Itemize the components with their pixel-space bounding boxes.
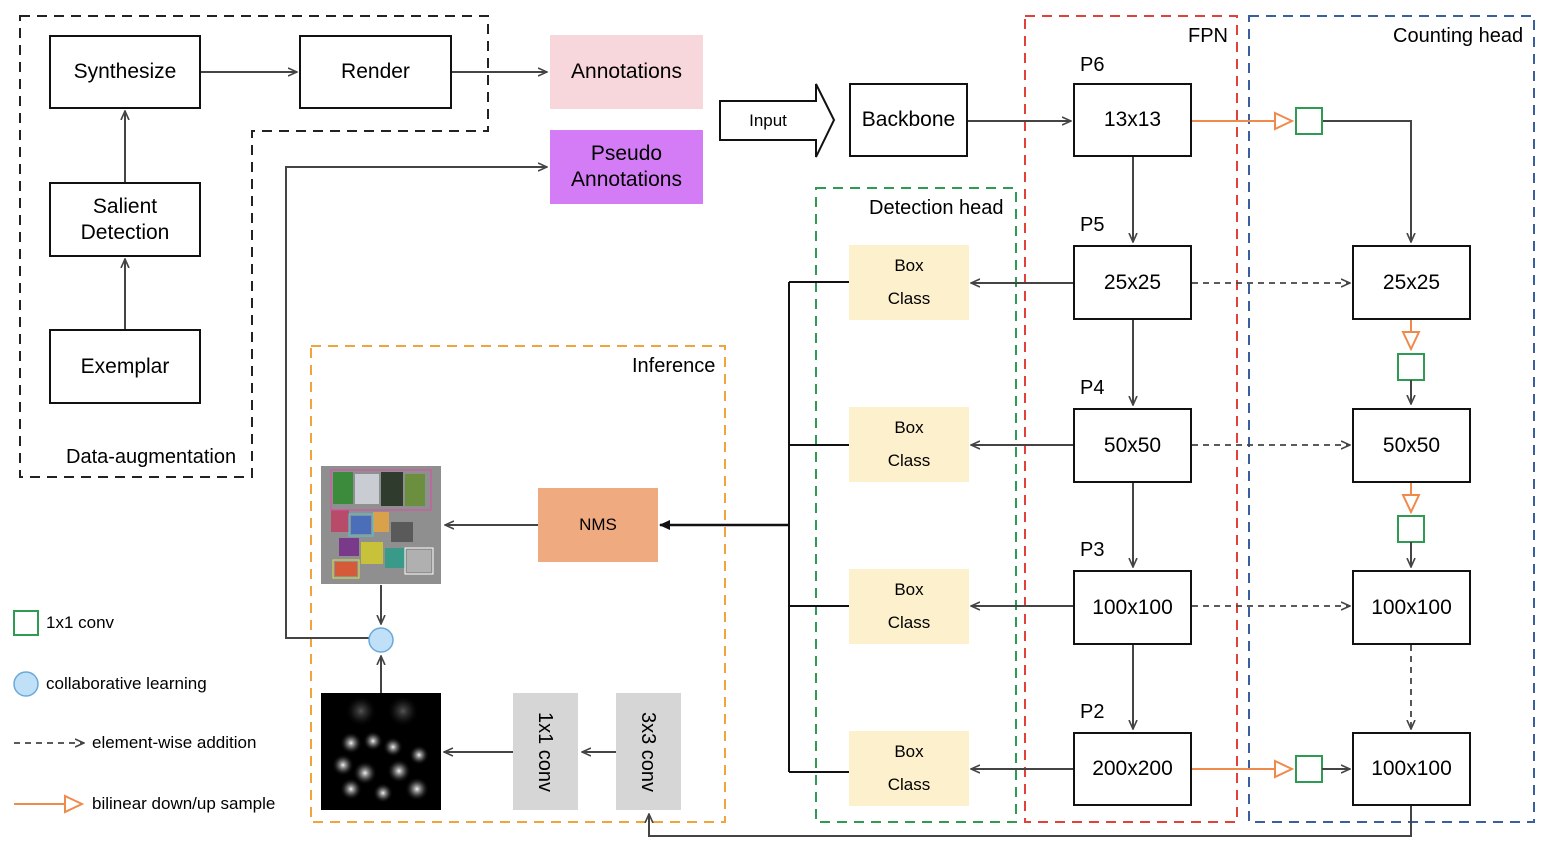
nms-box: NMS bbox=[538, 488, 658, 562]
fpn-p4-box: 50x50 bbox=[1073, 408, 1192, 483]
counting-box: 50x50 bbox=[1352, 408, 1471, 483]
conv1-box: 1x1 conv bbox=[513, 693, 578, 810]
counting-size-label: 100x100 bbox=[1371, 595, 1452, 619]
fpn-p5-box: 25x25 bbox=[1073, 245, 1192, 320]
conv3-box: 3x3 conv bbox=[616, 693, 681, 810]
collab-to-pseudo-arrow bbox=[285, 167, 547, 639]
fpn-p2-box: 200x200 bbox=[1073, 732, 1192, 806]
fpn-level-name: P6 bbox=[1080, 54, 1105, 76]
fpn-size-label: 100x100 bbox=[1092, 595, 1173, 619]
synthesize-box: Synthesize bbox=[49, 35, 201, 109]
detection-head-box: Box Class bbox=[849, 569, 969, 644]
conv3-label: 3x3 conv bbox=[637, 711, 660, 792]
fpn-p6-box: 13x13 bbox=[1073, 83, 1192, 157]
box-label: Box bbox=[894, 255, 924, 275]
conv-square-icon bbox=[1397, 515, 1425, 543]
render-box: Render bbox=[299, 35, 452, 109]
annotations-label: Annotations bbox=[571, 60, 682, 83]
conv-square-icon bbox=[1295, 755, 1323, 783]
counting-size-label: 100x100 bbox=[1371, 757, 1452, 780]
box-label: Box bbox=[894, 579, 924, 599]
collaborative-learning-icon bbox=[368, 627, 394, 653]
fpn-level-name: P3 bbox=[1080, 539, 1105, 561]
class-label: Class bbox=[887, 775, 931, 795]
counting-size-label: 25x25 bbox=[1382, 270, 1441, 294]
conv-square-icon bbox=[1397, 353, 1425, 381]
legend-conv-label: 1x1 conv bbox=[46, 613, 115, 632]
pseudo-annotations-box: Pseudo Annotations bbox=[550, 130, 703, 204]
counting-box: 25x25 bbox=[1352, 245, 1471, 320]
fpn-size-label: 50x50 bbox=[1103, 433, 1162, 457]
class-label: Class bbox=[887, 451, 931, 471]
detection-head-box: Box Class bbox=[849, 245, 969, 320]
legend-sample-label: bilinear down/up sample bbox=[92, 794, 276, 813]
density-map-graphic bbox=[321, 693, 441, 810]
legend-conv-icon bbox=[13, 610, 39, 636]
exemplar-box: Exemplar bbox=[49, 329, 201, 404]
counting-box: 100x100 bbox=[1352, 570, 1471, 645]
exemplar-label: Exemplar bbox=[80, 354, 170, 378]
augmentation-region bbox=[19, 15, 489, 478]
box-label: Box bbox=[894, 741, 924, 761]
detection-head-box: Box Class bbox=[849, 407, 969, 482]
detection-result-graphic bbox=[321, 466, 441, 584]
detection-head-title: Detection head bbox=[869, 197, 1004, 219]
pseudo-label-line1: Pseudo bbox=[590, 142, 663, 165]
fpn-size-label: 25x25 bbox=[1103, 270, 1162, 294]
legend-collab-icon bbox=[13, 671, 39, 697]
fpn-level-name: P5 bbox=[1080, 214, 1105, 236]
legend-collab-label: collaborative learning bbox=[46, 674, 207, 693]
fpn-size-label: 13x13 bbox=[1103, 108, 1162, 131]
synthesize-label: Synthesize bbox=[73, 60, 177, 83]
class-label: Class bbox=[887, 289, 931, 309]
salient-detection-box: Salient Detection bbox=[49, 182, 201, 257]
inference-region bbox=[310, 345, 726, 823]
backbone-label: Backbone bbox=[861, 108, 956, 131]
nms-label: NMS bbox=[579, 515, 617, 534]
counting-head-title: Counting head bbox=[1393, 25, 1524, 47]
counting-region bbox=[1248, 15, 1535, 823]
conv1-label: 1x1 conv bbox=[534, 711, 557, 792]
detection-result-image bbox=[321, 466, 441, 584]
fpn-level-name: P2 bbox=[1080, 701, 1105, 723]
backbone-box: Backbone bbox=[849, 83, 968, 157]
input-arrow-shape bbox=[719, 83, 836, 158]
augmentation-title: Data-augmentation bbox=[66, 446, 237, 468]
density-map-image bbox=[321, 693, 441, 810]
fpn-p3-box: 100x100 bbox=[1073, 570, 1192, 645]
detection-region bbox=[815, 187, 1017, 823]
legend-add-label: element-wise addition bbox=[92, 733, 257, 752]
class-label: Class bbox=[887, 613, 931, 633]
salient-label-line1: Salient bbox=[92, 194, 158, 218]
counting-to-conv-arrow bbox=[649, 806, 1412, 837]
fpn-level-name: P4 bbox=[1080, 377, 1105, 399]
fpn-size-label: 200x200 bbox=[1092, 757, 1173, 780]
conv-square-icon bbox=[1295, 107, 1323, 135]
render-label: Render bbox=[341, 60, 410, 83]
box-label: Box bbox=[894, 417, 924, 437]
fpn-title: FPN bbox=[1188, 25, 1228, 47]
detection-head-box: Box Class bbox=[849, 731, 969, 806]
counting-size-label: 50x50 bbox=[1382, 433, 1441, 457]
inference-title: Inference bbox=[632, 355, 716, 377]
salient-label-line2: Detection bbox=[80, 220, 170, 244]
fpn-region bbox=[1024, 15, 1238, 823]
counting-box: 100x100 bbox=[1352, 732, 1471, 806]
pseudo-label-line2: Annotations bbox=[571, 168, 682, 191]
input-label: Input bbox=[749, 111, 787, 130]
annotations-box: Annotations bbox=[550, 35, 703, 109]
